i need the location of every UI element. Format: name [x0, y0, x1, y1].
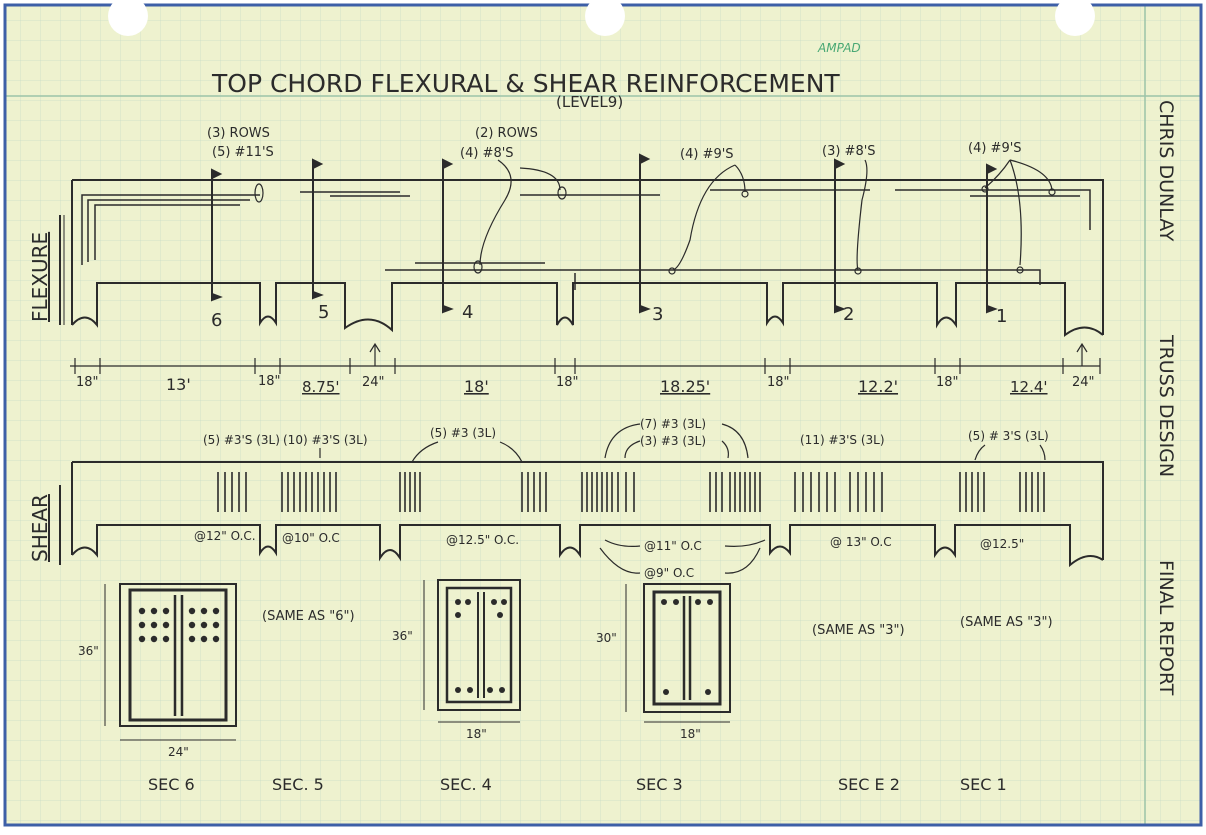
dim-label: 12.4'	[1010, 378, 1048, 396]
stirrup-callout: (5) #3 (3L)	[430, 426, 496, 440]
section-3-width: 18"	[680, 727, 701, 741]
section-mark-6: 6	[211, 310, 222, 331]
dim-label: 24"	[362, 375, 385, 390]
dim-label: 12.2'	[858, 377, 898, 396]
stirrup-callout: (5) # 3'S (3L)	[968, 429, 1049, 443]
dim-label: 24"	[1072, 375, 1095, 390]
drawing-title: TOP CHORD FLEXURAL & SHEAR REINFORCEMENT	[211, 69, 840, 98]
callout-bars: (4) #8'S	[460, 146, 514, 161]
top-bars	[81, 189, 1091, 265]
stirrup-callout: (7) #3 (3L)	[640, 417, 706, 431]
shear-row-label: SHEAR	[28, 494, 52, 562]
spacing-note: @ 13" O.C	[830, 535, 892, 549]
drawing-subtitle: (LEVEL9)	[556, 93, 623, 111]
section-mark-3: 3	[652, 304, 663, 325]
spacing-note: @12.5"	[980, 537, 1024, 551]
section-mark-2: 2	[843, 304, 854, 325]
section-mark-4: 4	[462, 302, 473, 323]
section-6-drawing	[104, 583, 237, 741]
author-name: CHRIS DUNLAY	[1155, 100, 1177, 242]
spacing-note: @9" O.C	[644, 566, 694, 580]
dim-label: 13'	[166, 375, 191, 394]
stirrups	[217, 472, 1045, 512]
section-label-1: SEC 1	[960, 775, 1007, 794]
section-2-note: (SAME AS "3")	[812, 623, 905, 638]
callout-bars: (5) #11'S	[212, 145, 274, 160]
dim-label: 18"	[767, 375, 790, 390]
section-mark-5: 5	[318, 302, 329, 323]
callout-bars: (4) #9'S	[680, 147, 734, 162]
spacing-note: @11" O.C	[644, 539, 702, 553]
section-6-width: 24"	[168, 745, 189, 759]
spacing-note: @10" O.C	[282, 531, 340, 545]
stirrup-callout: (11) #3'S (3L)	[800, 433, 885, 447]
callout-bars: (4) #9'S	[968, 141, 1022, 156]
section-4-drawing	[423, 579, 521, 723]
dim-label: 18"	[258, 374, 281, 389]
dim-label: 18"	[556, 375, 579, 390]
section-5-note: (SAME AS "6")	[262, 609, 355, 624]
course-section: TRUSS DESIGN	[1155, 334, 1177, 477]
binder-hole	[1055, 0, 1095, 36]
section-label-3: SEC 3	[636, 775, 683, 794]
dim-label: 8.75'	[302, 378, 340, 396]
dimension-ticks	[74, 342, 1101, 374]
section-label-2: SEC E 2	[838, 775, 900, 794]
binder-hole	[108, 0, 148, 36]
stirrup-callout: (3) #3 (3L)	[640, 434, 706, 448]
stirrup-callout: (5) #3'S (3L)	[203, 433, 280, 447]
section-4-width: 18"	[466, 727, 487, 741]
spacing-note: @12" O.C.	[194, 529, 256, 543]
section-label-5: SEC. 5	[272, 775, 324, 794]
brand-mark: AMPAD	[817, 41, 861, 55]
spacing-leaders	[599, 539, 766, 574]
stirrup-callout: (10) #3'S (3L)	[283, 433, 368, 447]
shear-beam	[71, 461, 1104, 568]
report-title: FINAL REPORT	[1155, 560, 1177, 696]
dim-label: 18'	[464, 377, 489, 396]
section-cuts	[211, 153, 998, 314]
callout-leaders	[254, 159, 1056, 275]
dim-label: 18"	[936, 375, 959, 390]
dim-label: 18"	[76, 375, 99, 390]
dim-label: 18.25'	[660, 377, 710, 396]
stirrup-leaders	[319, 423, 1046, 463]
section-label-6: SEC 6	[148, 775, 195, 794]
section-mark-1: 1	[996, 306, 1007, 327]
section-1-note: (SAME AS "3")	[960, 615, 1053, 630]
section-4-depth: 36"	[392, 629, 413, 643]
callout-bars: (3) #8'S	[822, 144, 876, 159]
binder-hole	[585, 0, 625, 36]
section-6-depth: 36"	[78, 644, 99, 658]
flexure-beam	[71, 179, 1104, 337]
callout-rows: (3) ROWS	[207, 126, 270, 141]
section-label-4: SEC. 4	[440, 775, 492, 794]
flexure-row-label: FLEXURE	[28, 232, 52, 322]
callout-rows: (2) ROWS	[475, 126, 538, 141]
spacing-note: @12.5" O.C.	[446, 533, 519, 547]
paper-grid	[5, 5, 1201, 825]
section-3-drawing	[625, 583, 731, 723]
section-3-depth: 30"	[596, 631, 617, 645]
